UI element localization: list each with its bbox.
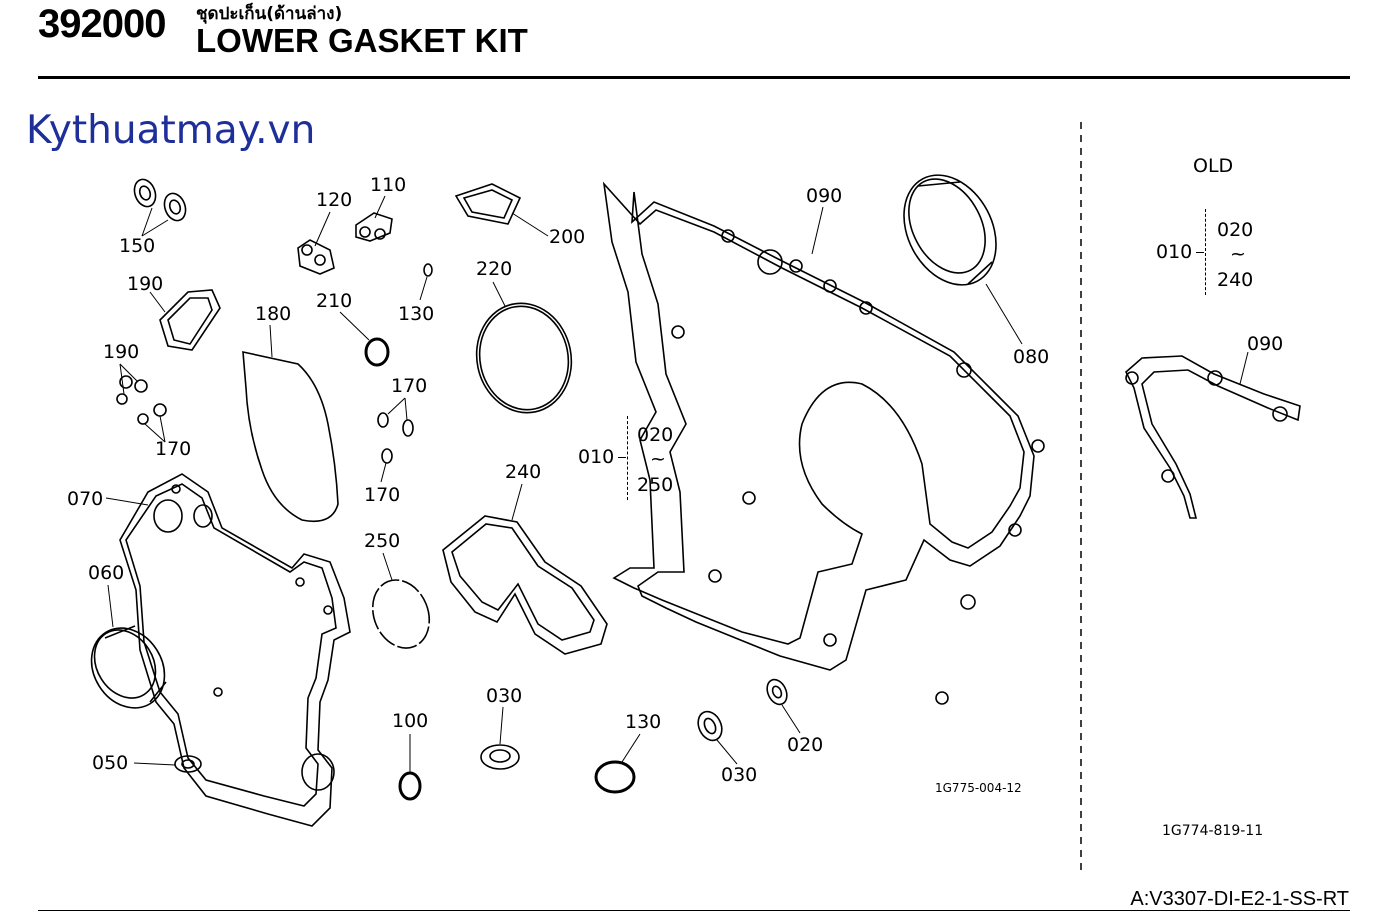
old-range-sep: ~ xyxy=(1230,243,1246,265)
callout-old-090: 090 xyxy=(1247,333,1284,355)
main-range-to: 250 xyxy=(637,474,674,496)
old-range-from: 020 xyxy=(1217,219,1254,241)
header-rule xyxy=(38,76,1350,79)
part-060[interactable] xyxy=(77,614,179,721)
callout-120: 120 xyxy=(316,189,353,211)
callout-170-c: 170 xyxy=(364,484,401,506)
footer-rule xyxy=(38,910,1350,911)
part-200[interactable] xyxy=(159,289,221,351)
callout-140: 130 xyxy=(398,303,435,325)
part-230[interactable] xyxy=(364,337,390,367)
old-part-090[interactable] xyxy=(1125,355,1301,519)
callout-190-b: 170 xyxy=(155,438,192,460)
part-020[interactable] xyxy=(763,676,790,707)
main-range-parent: 010 xyxy=(578,446,615,468)
callout-020: 020 xyxy=(787,734,824,756)
callout-130-text: 130 xyxy=(625,711,662,733)
part-090[interactable] xyxy=(631,191,1035,671)
part-140[interactable] xyxy=(423,263,433,277)
main-range-group: 010 020 ~ 250 xyxy=(578,410,678,500)
model-code: A:V3307-DI-E2-1-SS-RT xyxy=(1130,888,1349,910)
ref-main: 1G775-004-12 xyxy=(935,781,1022,795)
callout-170-b: 170 xyxy=(391,375,428,397)
part-240[interactable] xyxy=(442,515,608,655)
page-title: LOWER GASKET KIT xyxy=(196,22,528,59)
part-150-seals[interactable] xyxy=(131,176,189,223)
part-100[interactable] xyxy=(398,771,422,801)
part-170[interactable] xyxy=(377,412,414,464)
old-range-to: 240 xyxy=(1217,269,1254,291)
part-220[interactable] xyxy=(467,294,582,421)
callout-050: 050 xyxy=(92,752,129,774)
callout-200: 190 xyxy=(127,273,164,295)
part-130[interactable] xyxy=(594,760,636,794)
old-label: OLD xyxy=(1193,155,1234,177)
callout-150: 150 xyxy=(119,235,156,257)
main-range-sep: ~ xyxy=(650,448,666,470)
callout-210: 200 xyxy=(549,226,586,248)
part-050[interactable] xyxy=(174,755,202,773)
callout-250: 250 xyxy=(364,530,401,552)
part-180[interactable] xyxy=(242,350,339,523)
watermark: Kythuatmay.vn xyxy=(26,108,316,153)
ref-old: 1G774-819-11 xyxy=(1162,823,1264,839)
part-110[interactable] xyxy=(355,212,393,242)
part-070[interactable] xyxy=(119,473,351,827)
part-190[interactable] xyxy=(116,375,167,425)
callout-110: 110 xyxy=(370,174,407,196)
callout-090: 090 xyxy=(806,185,843,207)
callout-190-a: 190 xyxy=(103,341,140,363)
part-group-code: 392000 xyxy=(38,2,166,46)
callout-230: 210 xyxy=(316,290,353,312)
callout-030-text: 030 xyxy=(721,764,758,786)
part-250[interactable] xyxy=(363,571,439,656)
callout-060: 060 xyxy=(88,562,125,584)
old-range-parent: 010 xyxy=(1156,241,1193,263)
part-040[interactable] xyxy=(480,744,520,770)
callout-040: 030 xyxy=(486,685,523,707)
callout-180: 180 xyxy=(255,303,292,325)
callout-240: 240 xyxy=(505,461,542,483)
part-080[interactable] xyxy=(886,159,1015,301)
callout-100: 100 xyxy=(392,710,429,732)
callout-070: 070 xyxy=(67,488,104,510)
main-range-from: 020 xyxy=(637,424,674,446)
callout-220: 220 xyxy=(476,258,513,280)
title-thai: ชุดปะเก็น(ด้านล่าง) xyxy=(196,4,343,24)
part-030[interactable] xyxy=(694,708,727,744)
part-210[interactable] xyxy=(454,183,522,225)
callout-080: 080 xyxy=(1013,346,1050,368)
old-range-group: 010 020 ~ 240 xyxy=(1156,205,1256,297)
part-120[interactable] xyxy=(297,239,335,275)
